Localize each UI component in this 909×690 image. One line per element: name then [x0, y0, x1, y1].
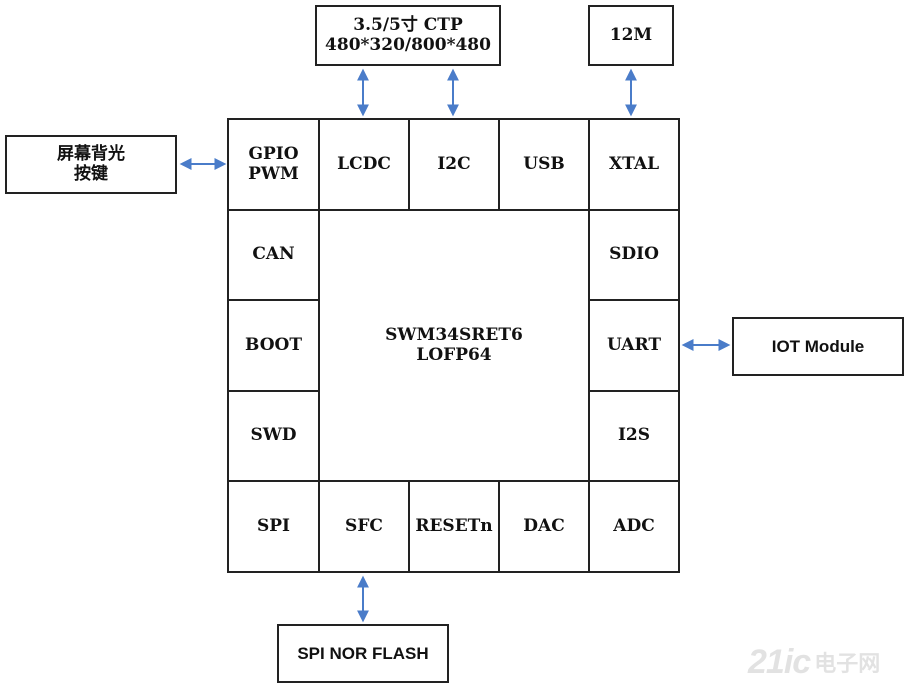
pin-sfc: SFC: [318, 480, 410, 573]
pin-swd: SWD: [227, 390, 320, 482]
watermark-logo: 21ic 电子网: [748, 640, 904, 684]
pin-can: CAN: [227, 209, 320, 301]
pin-spi: SPI: [227, 480, 320, 573]
pin-i2c: I2C: [408, 118, 500, 211]
spi-nor-flash-box: SPI NOR FLASH: [277, 624, 449, 683]
pin-adc: ADC: [588, 480, 680, 573]
pin-boot: BOOT: [227, 299, 320, 392]
pin-lcdc: LCDC: [318, 118, 410, 211]
watermark-logo-text: 21ic: [748, 642, 811, 681]
pin-i2s: I2S: [588, 390, 680, 482]
pin-xtal: XTAL: [588, 118, 680, 211]
ctp-box: 3.5/5寸 CTP 480*320/800*480: [315, 5, 501, 66]
pin-gpio-pwm: GPIO PWM: [227, 118, 320, 211]
pin-usb: USB: [498, 118, 590, 211]
pin-resetn: RESETn: [408, 480, 500, 573]
pin-sdio: SDIO: [588, 209, 680, 301]
pin-uart: UART: [588, 299, 680, 392]
iot-module-box: IOT Module: [732, 317, 904, 376]
pin-dac: DAC: [498, 480, 590, 573]
backlight-keys-box: 屏幕背光 按键: [5, 135, 177, 194]
chip-name: SWM34SRET6 LOFP64: [385, 324, 523, 365]
clock-12m-box: 12M: [588, 5, 674, 66]
watermark-site-text: 电子网: [814, 651, 881, 676]
